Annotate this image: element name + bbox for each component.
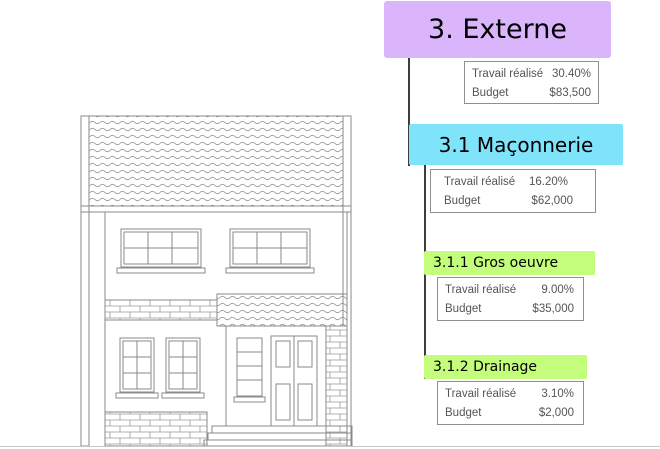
node-gros-oeuvre[interactable]: 3.1.1 Gros oeuvre [424, 251, 595, 275]
node-maconnerie-title: 3.1 Maçonnerie [438, 132, 594, 157]
work-label: Travail réalisé [445, 388, 517, 400]
node-drainage[interactable]: 3.1.2 Drainage [424, 355, 587, 379]
side-window [233, 337, 266, 403]
work-value: 3.10% [541, 388, 574, 400]
work-value: 16.20% [528, 176, 568, 188]
lower-window-2 [161, 337, 205, 399]
budget-value: $62,000 [531, 195, 573, 207]
work-label: Travail réalisé [444, 176, 516, 188]
connector-trunk-level1 [408, 58, 410, 166]
upper-window-left [116, 228, 206, 274]
budget-label: Budget [444, 195, 481, 207]
budget-label: Budget [445, 303, 482, 315]
work-value: 30.40% [551, 68, 591, 80]
budget-label: Budget [472, 87, 509, 99]
work-value: 9.00% [541, 284, 574, 296]
budget-value: $83,500 [549, 87, 591, 99]
node-gros-oeuvre-title: 3.1.1 Gros oeuvre [433, 255, 559, 271]
info-box-externe: Travail réalisé 30.40% Budget $83,500 [464, 61, 599, 104]
budget-label: Budget [445, 407, 482, 419]
work-label: Travail réalisé [472, 68, 544, 80]
budget-value: $2,000 [538, 407, 574, 419]
upper-window-right [225, 228, 315, 274]
house-outline [80, 115, 353, 447]
budget-value: $35,000 [532, 303, 574, 315]
node-externe-title: 3. Externe [428, 14, 567, 45]
node-drainage-title: 3.1.2 Drainage [433, 359, 538, 375]
front-door [270, 335, 318, 427]
info-box-drainage: Travail réalisé 3.10% Budget $2,000 [437, 381, 584, 425]
node-externe[interactable]: 3. Externe [384, 1, 611, 58]
work-label: Travail réalisé [445, 284, 517, 296]
info-box-maconnerie: Travail réalisé 16.20% Budget $62,000 [430, 169, 596, 213]
node-maconnerie[interactable]: 3.1 Maçonnerie [409, 124, 623, 165]
info-box-gros-oeuvre: Travail réalisé 9.00% Budget $35,000 [437, 277, 584, 321]
lower-window-1 [115, 337, 159, 399]
